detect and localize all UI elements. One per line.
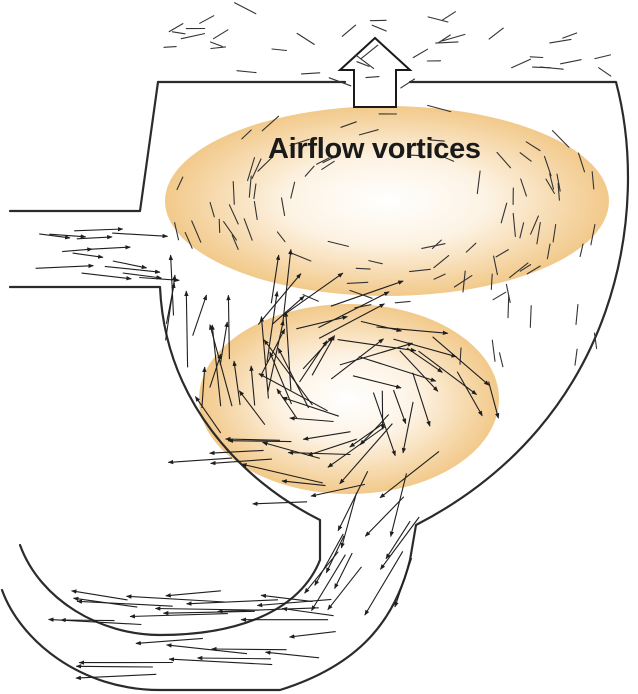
flow-vector-arrow-icon (386, 521, 410, 559)
flow-dash (489, 28, 503, 39)
flow-dash (214, 30, 228, 39)
flow-dash (563, 33, 577, 38)
flow-vector-arrow-icon (130, 614, 228, 617)
flow-vector-arrow-icon (395, 558, 412, 607)
flow-vector-arrow-icon (76, 666, 153, 667)
flow-dash (181, 34, 204, 39)
flow-dash (235, 3, 256, 14)
flow-vector-arrow-icon (112, 233, 167, 236)
outlet-arrow-icon (340, 38, 410, 107)
flow-vector-arrow-icon (72, 591, 128, 600)
flow-dash (297, 33, 314, 44)
flow-vector-arrow-icon (73, 253, 103, 257)
lower-vortex-region (199, 304, 499, 494)
flow-vector-arrow-icon (326, 536, 344, 573)
flow-vector-arrow-icon (74, 598, 138, 607)
flow-dash (172, 32, 185, 34)
flow-dash (401, 79, 415, 88)
flow-dash (428, 17, 448, 22)
flow-dash (164, 47, 176, 48)
flow-vector-arrow-icon (61, 620, 115, 621)
flow-dash (272, 49, 287, 51)
flow-vector-arrow-icon (155, 609, 259, 611)
flow-dash (492, 340, 495, 361)
flow-dash (442, 12, 455, 21)
flow-vector-arrow-icon (168, 458, 232, 462)
flow-dash (413, 49, 427, 57)
flow-vector-arrow-icon (105, 266, 160, 272)
flow-vector-arrow-icon (253, 502, 307, 504)
flow-dash (561, 60, 582, 64)
flow-dash (599, 68, 611, 76)
flow-vector-arrow-icon (91, 247, 130, 249)
flow-dash (595, 55, 611, 59)
flow-vector-arrow-icon (197, 658, 271, 659)
flow-dash (237, 71, 256, 73)
flow-dash (493, 292, 506, 300)
flow-vector-arrow-icon (328, 567, 362, 610)
flow-vector-arrow-icon (290, 632, 336, 637)
flow-dash (372, 25, 386, 31)
flow-dash (342, 25, 355, 36)
flow-vector-arrow-icon (127, 596, 226, 602)
flow-vector-arrow-icon (282, 609, 333, 616)
flow-vector-arrow-icon (365, 497, 404, 537)
flow-vector-arrow-icon (82, 273, 132, 279)
flow-vector-arrow-icon (266, 652, 320, 658)
flow-dash (512, 59, 531, 67)
flow-vector-arrow-icon (136, 638, 203, 643)
airflow-vortices-label: Airflow vortices (268, 133, 481, 166)
flow-vector-arrow-icon (62, 249, 92, 252)
flow-vector-arrow-icon (193, 295, 207, 336)
flow-dash (508, 296, 509, 318)
flow-vector-arrow-icon (36, 266, 94, 269)
flow-vector-arrow-icon (169, 659, 272, 665)
flow-dash (211, 47, 226, 49)
flow-dash (540, 67, 563, 69)
flow-dash (211, 42, 223, 47)
flow-dash (530, 57, 543, 58)
flow-dash (200, 16, 214, 24)
flow-dash (395, 301, 410, 302)
flow-dash (169, 24, 183, 32)
flow-dash (550, 39, 571, 43)
flow-dash (575, 349, 577, 365)
flow-vector-arrow-icon (74, 229, 123, 231)
flow-vector-arrow-icon (365, 551, 403, 615)
flow-dash (219, 219, 220, 232)
flow-vector-arrow-icon (166, 591, 221, 596)
flow-dash (500, 353, 503, 367)
flow-vector-arrow-icon (113, 261, 147, 268)
flow-dash (530, 306, 531, 328)
flow-vector-arrow-icon (212, 649, 287, 650)
flow-vector-arrow-icon (77, 237, 112, 239)
flow-vector-arrow-icon (163, 611, 254, 613)
flow-dash (302, 73, 320, 74)
flow-dash (576, 305, 578, 325)
flow-vector-arrow-icon (186, 291, 187, 367)
